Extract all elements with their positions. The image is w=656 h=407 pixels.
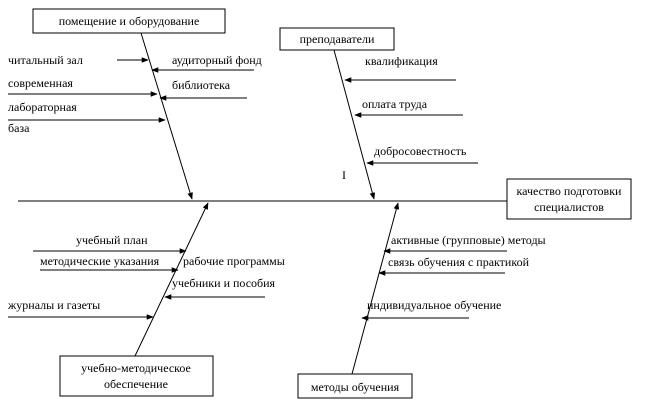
effect-label-line1: качество подготовки [517, 184, 623, 198]
cause-label-textbooks: учебники и пособия [172, 276, 276, 290]
category-box-methods [297, 373, 413, 399]
category-label-methodical-line1: учебно-методическое [81, 361, 191, 375]
category-box-premises [32, 8, 226, 34]
cause-label-reading-room: читальный зал [8, 53, 83, 67]
cause-label-auditorium-fund: аудиторный фонд [172, 53, 262, 67]
branch-arrow-premises [140, 32, 193, 200]
cause-label-laboratory: лабораторная [8, 100, 77, 114]
effect-box [506, 178, 632, 220]
cause-label-qualification: квалификация [365, 54, 438, 68]
branch-arrow-methodical [134, 202, 209, 357]
category-box-teachers [279, 27, 395, 51]
text-cursor-mark: I [342, 168, 346, 182]
cause-label-guidelines: методические указания [40, 254, 160, 268]
cause-label-active-methods: активные (групповые) методы [391, 233, 546, 247]
category-label-methods: методы обучения [311, 380, 400, 394]
cause-label-modern: современная [8, 76, 73, 90]
branch-arrow-methods [351, 202, 400, 375]
effect-label-line2: специалистов [534, 200, 604, 214]
branch-arrow-teachers [333, 49, 376, 200]
cause-label-practice-link: связь обучения с практикой [388, 255, 530, 269]
category-label-methodical-line2: обеспечение [104, 377, 168, 391]
cause-label-work-programs: рабочие программы [183, 254, 285, 268]
category-label-teachers: преподаватели [300, 32, 375, 46]
category-label-premises: помещение и оборудование [59, 14, 200, 28]
cause-label-library: библиотека [172, 78, 231, 92]
cause-label-conscientiousness: добросовестность [374, 144, 467, 158]
cause-label-curriculum: учебный план [76, 233, 148, 247]
cause-label-salary: оплата труда [362, 97, 428, 111]
cause-label-base: база [8, 121, 30, 135]
cause-label-individual: индивидуальное обучение [367, 298, 501, 312]
category-box-methodical [59, 355, 214, 397]
cause-label-journals: журналы и газеты [7, 298, 100, 312]
